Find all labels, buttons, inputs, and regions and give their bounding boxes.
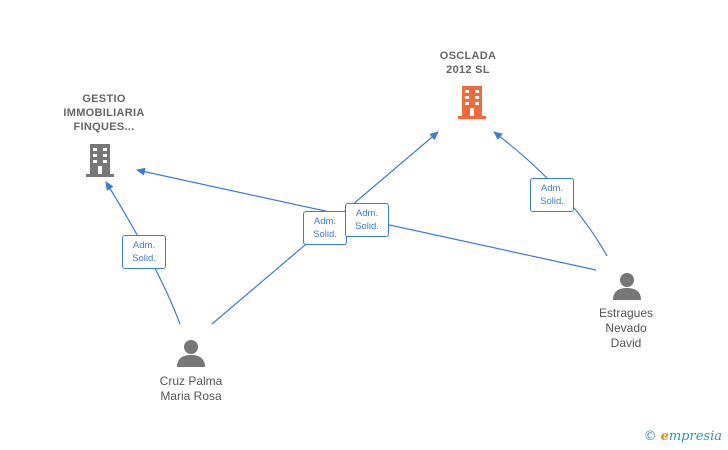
building-icon[interactable] bbox=[456, 84, 488, 120]
company-label-osclada[interactable]: OSCLADA 2012 SL bbox=[418, 49, 518, 77]
copyright-symbol: © bbox=[643, 429, 657, 444]
edge-role: Adm. bbox=[132, 240, 156, 251]
label-line: 2012 SL bbox=[446, 64, 490, 76]
person-label-estragues[interactable]: Estragues Nevado David bbox=[574, 306, 678, 351]
edge-label-cruz-osclada[interactable]: Adm. Solid. bbox=[303, 211, 347, 245]
edge-role: Solid. bbox=[355, 221, 379, 232]
edge-role: Solid. bbox=[313, 229, 337, 240]
edge-label-estragues-gestio[interactable]: Adm. Solid. bbox=[345, 203, 389, 237]
label-line: Maria Rosa bbox=[160, 389, 222, 403]
label-line: Nevado bbox=[605, 321, 647, 335]
brand-initial: e bbox=[660, 429, 669, 444]
edge-role: Solid. bbox=[540, 196, 564, 207]
edge-label-estragues-osclada[interactable]: Adm. Solid. bbox=[530, 178, 574, 212]
edge-role: Adm. bbox=[540, 183, 564, 194]
label-line: IMMOBILIARIA bbox=[63, 107, 145, 119]
brand-name: mpresia bbox=[668, 429, 722, 444]
label-line: Estragues bbox=[598, 306, 654, 320]
building-icon[interactable] bbox=[84, 142, 116, 178]
label-line: GESTIO bbox=[82, 93, 126, 105]
label-line: FINQUES... bbox=[73, 121, 135, 133]
label-line: OSCLADA bbox=[439, 50, 497, 62]
person-icon[interactable] bbox=[175, 337, 207, 369]
person-label-cruz[interactable]: Cruz Palma Maria Rosa bbox=[136, 374, 246, 404]
person-icon[interactable] bbox=[611, 270, 643, 302]
edge-role: Adm. bbox=[313, 216, 337, 227]
company-label-gestio[interactable]: GESTIO IMMOBILIARIA FINQUES... bbox=[49, 92, 159, 134]
label-line: David bbox=[610, 336, 642, 350]
edge-label-cruz-gestio[interactable]: Adm. Solid. bbox=[122, 235, 166, 269]
edge-role: Adm. bbox=[355, 208, 379, 219]
label-line: Cruz Palma bbox=[159, 374, 223, 388]
brand-footer: ©empresia bbox=[644, 429, 722, 444]
edge-role: Solid. bbox=[132, 253, 156, 264]
